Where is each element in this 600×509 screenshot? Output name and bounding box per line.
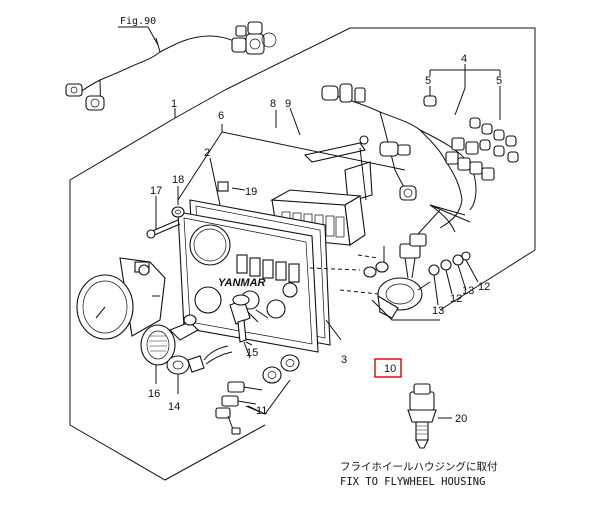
washer-icon bbox=[428, 251, 471, 276]
connector-icon bbox=[321, 83, 366, 103]
wiring-harness bbox=[65, 21, 277, 111]
part-label-3: 3 bbox=[341, 354, 347, 366]
part-label-17: 17 bbox=[150, 185, 162, 197]
part-label-18: 18 bbox=[172, 174, 184, 186]
part-label-9: 9 bbox=[285, 98, 291, 110]
leader-lines-5 bbox=[429, 64, 501, 120]
connector-icon bbox=[231, 21, 277, 55]
bracket-icon bbox=[303, 135, 373, 203]
dashed-guides bbox=[309, 254, 379, 295]
connector-icon bbox=[399, 185, 417, 201]
sensor-20-icon bbox=[407, 383, 452, 449]
part-label-2: 2 bbox=[204, 147, 210, 159]
leader-lines-misc bbox=[155, 37, 385, 384]
part-label-16: 16 bbox=[148, 388, 160, 400]
part-label-11: 11 bbox=[256, 405, 267, 417]
part-label-8: 8 bbox=[270, 98, 276, 110]
fig-reference: Fig.90 bbox=[120, 16, 156, 27]
part-label-12b: 12 bbox=[478, 281, 490, 293]
part-label-6: 6 bbox=[218, 110, 224, 122]
bulb-socket-icon bbox=[445, 137, 495, 181]
part-label-15: 15 bbox=[246, 347, 258, 359]
bulb-icon bbox=[423, 95, 519, 163]
part-label-10: 10 bbox=[384, 363, 396, 375]
washer-icon bbox=[171, 206, 185, 218]
part-label-14: 14 bbox=[168, 401, 180, 413]
part-label-4: 4 bbox=[461, 53, 467, 65]
mounting-note-en: FIX TO FLYWHEEL HOUSING bbox=[340, 476, 485, 488]
mounting-note-jp: フライホイールハウジングに取付 bbox=[340, 460, 498, 473]
key-switch-icon bbox=[166, 345, 233, 394]
nut-icon bbox=[262, 354, 300, 384]
leader-lines-12-13 bbox=[371, 259, 479, 321]
panel-brand-text: YANMAR bbox=[218, 277, 266, 289]
washer-icon bbox=[363, 261, 389, 278]
part-label-1: 1 bbox=[171, 98, 177, 110]
part-label-20: 20 bbox=[455, 413, 467, 425]
part-label-19: 19 bbox=[245, 186, 257, 198]
part-label-5a: 5 bbox=[425, 75, 431, 87]
screw-icon bbox=[146, 219, 181, 239]
connector-icon bbox=[379, 141, 411, 157]
part-label-12a: 12 bbox=[450, 293, 462, 305]
assembly-frame bbox=[69, 27, 536, 481]
leader-frame-6 bbox=[177, 124, 406, 201]
toggle-switch-icon bbox=[229, 294, 269, 359]
part-label-13b: 13 bbox=[462, 285, 474, 297]
hour-meter bbox=[140, 314, 199, 366]
part-label-13a: 13 bbox=[432, 305, 444, 317]
leader-lines-11 bbox=[247, 379, 291, 415]
part-10-highlight-box bbox=[374, 358, 402, 378]
connector-icon bbox=[65, 83, 105, 111]
part-label-5b: 5 bbox=[496, 75, 502, 87]
tachometer-gauge bbox=[76, 257, 166, 340]
main-harness bbox=[321, 83, 495, 233]
instrument-panel: YANMAR bbox=[177, 211, 319, 353]
plate-icon bbox=[217, 181, 229, 192]
sender-unit-icon bbox=[377, 209, 441, 319]
